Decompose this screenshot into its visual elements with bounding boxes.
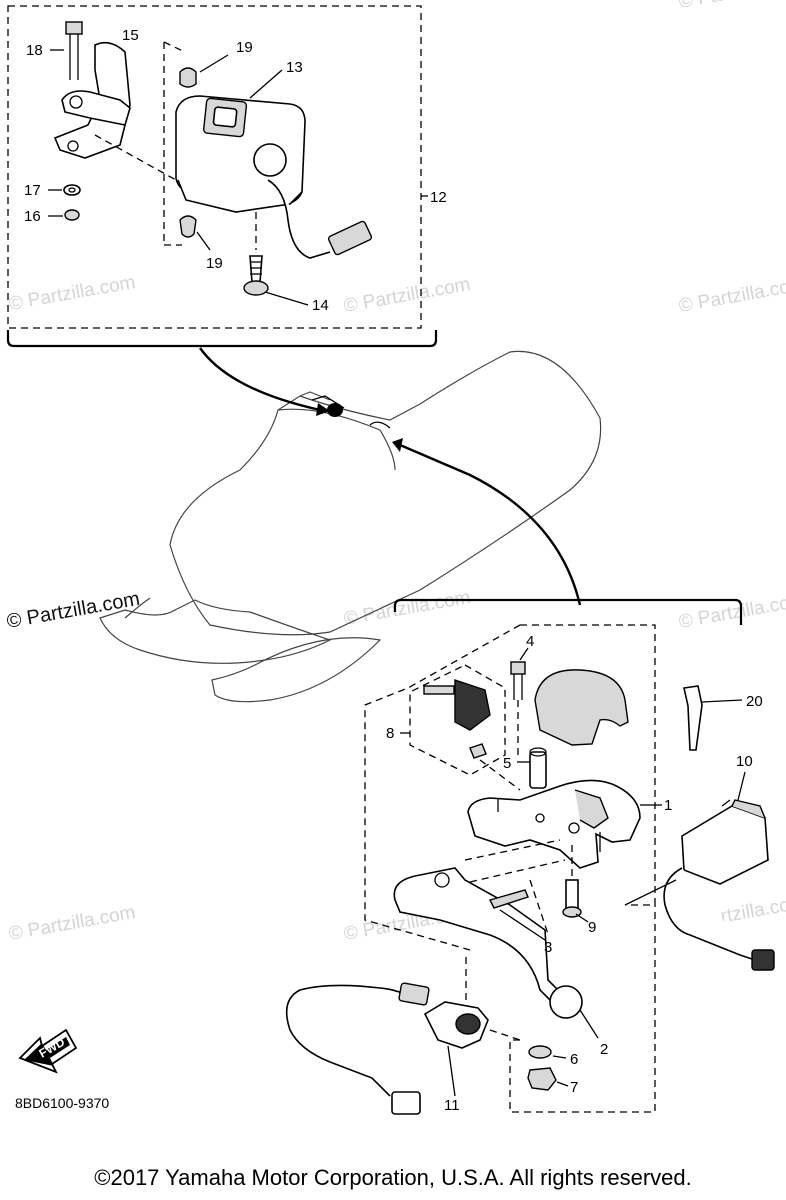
bracket-1 xyxy=(467,779,655,869)
callout-7: 7 xyxy=(570,1079,578,1096)
callout-4: 4 xyxy=(526,633,534,650)
callout-14: 14 xyxy=(312,297,329,314)
watermark: © Partzilla.com xyxy=(677,0,786,13)
bracket-15 xyxy=(53,41,186,186)
housing-cover xyxy=(534,669,629,746)
callout-8: 8 xyxy=(386,725,394,742)
cable-tie-20 xyxy=(683,685,743,751)
watermark-dark: © Partzilla.com xyxy=(5,588,142,633)
unit-10 xyxy=(624,771,775,971)
sub-assembly-8 xyxy=(400,664,506,776)
bolt-4 xyxy=(510,647,529,760)
alignment-lines-top xyxy=(163,41,257,250)
part-code: 8BD6100-9370 xyxy=(15,1095,109,1111)
spacer-5 xyxy=(517,747,547,789)
callout-17: 17 xyxy=(24,182,41,199)
callout-19-top: 19 xyxy=(236,39,253,56)
callout-20: 20 xyxy=(746,693,763,710)
washers-16-17 xyxy=(48,184,81,221)
callout-3: 3 xyxy=(544,939,552,956)
screw-14 xyxy=(243,255,309,306)
callout-15: 15 xyxy=(122,27,139,44)
switch-11 xyxy=(285,955,521,1115)
snowmobile-outline xyxy=(99,350,602,703)
leader-arrows xyxy=(199,347,582,606)
callout-12: 12 xyxy=(430,189,447,206)
watermark: © Partzilla.com xyxy=(7,902,137,945)
alignment-lines-lower xyxy=(464,759,566,883)
watermark: © Partzilla.com xyxy=(342,587,472,630)
lower-frame xyxy=(364,598,743,1113)
grommets-19 xyxy=(179,54,229,251)
callout-13: 13 xyxy=(286,59,303,76)
washer-6-nut-7 xyxy=(527,1045,569,1091)
callout-11: 11 xyxy=(444,1097,460,1114)
callout-9: 9 xyxy=(588,919,596,936)
callout-10: 10 xyxy=(736,753,753,770)
bolt-18 xyxy=(50,21,83,80)
callouts-lower: 4 20 8 10 5 1 9 3 2 6 7 11 xyxy=(386,633,763,1114)
watermark: © Partzilla.com xyxy=(7,272,137,315)
callout-16: 16 xyxy=(24,208,41,225)
screw-9 xyxy=(562,845,589,923)
callout-18: 18 xyxy=(26,42,43,59)
callout-2: 2 xyxy=(600,1041,608,1058)
callout-5: 5 xyxy=(503,755,511,772)
callout-6: 6 xyxy=(570,1051,578,1068)
watermark: © Partzilla.com xyxy=(677,590,786,633)
copyright-notice: ©2017 Yamaha Motor Corporation, U.S.A. A… xyxy=(94,1165,692,1190)
inset-box-top xyxy=(6,5,438,348)
watermark: © Partzilla.com xyxy=(342,274,472,317)
callout-19-bottom: 19 xyxy=(206,255,223,272)
watermark: © Partzilla.com xyxy=(677,274,786,317)
brake-lever-2 xyxy=(393,867,599,1039)
switch-box-13 xyxy=(175,69,373,259)
pivot-bolt-3 xyxy=(488,879,549,941)
callout-1: 1 xyxy=(664,797,672,814)
fwd-arrow-icon: FWD xyxy=(18,1028,78,1074)
callouts-top: 18 15 19 13 17 16 19 14 12 xyxy=(24,27,447,314)
